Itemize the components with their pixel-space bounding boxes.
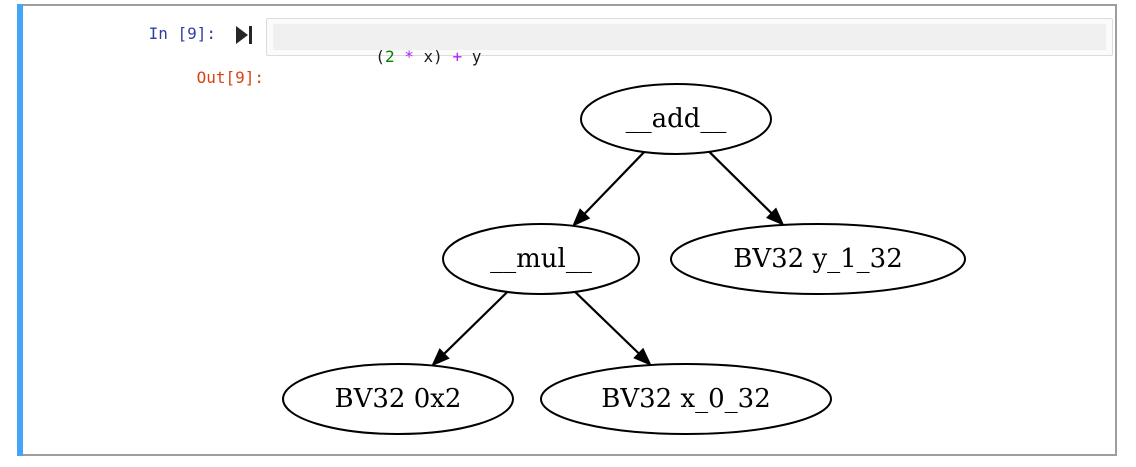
graph-node-hex2 [282,363,514,435]
graph-node-x [540,363,832,435]
graph-edge-arrowhead [571,208,591,227]
notebook-cell[interactable]: In [9]: (2 * x) + y Out[9]: __add__ __mul… [23,4,1117,456]
run-cell-icon[interactable] [235,25,253,45]
graph-node-add [580,83,772,155]
cell-selected-indicator [17,4,24,456]
code-token: ( [375,47,385,66]
code-input-text[interactable]: (2 * x) + y [273,24,1106,66]
code-input-box[interactable]: (2 * x) + y [266,18,1113,66]
code-token-operator: * [404,47,414,66]
graph-edge-arrowhead [633,347,652,367]
graph-edge [583,151,645,215]
graph-node-label-add: __add__ [626,104,727,134]
code-token: y [462,47,482,66]
graph-edge-arrowhead [431,348,450,367]
code-token-operator: + [452,47,463,66]
code-token: x) [413,47,443,66]
graph-node-y [670,223,966,295]
graph-node-mul [442,223,640,295]
graph-edge [574,291,640,355]
code-token-number: 2 [384,47,395,66]
graph-node-label-hex2: BV32 0x2 [335,384,462,414]
graph-edge-arrowhead [765,207,785,226]
output-prompt-label: Out[9]: [196,68,264,87]
graph-edge [708,151,773,214]
input-prompt-label: In [9]: [148,24,216,43]
graph-edge [443,291,509,355]
graph-node-label-mul: __mul__ [490,244,592,274]
graph-node-label-x: BV32 x_0_32 [601,384,771,414]
graph-node-label-y: BV32 y_1_32 [733,244,903,274]
cell-input-row: In [9]: (2 * x) + y [23,15,1115,66]
